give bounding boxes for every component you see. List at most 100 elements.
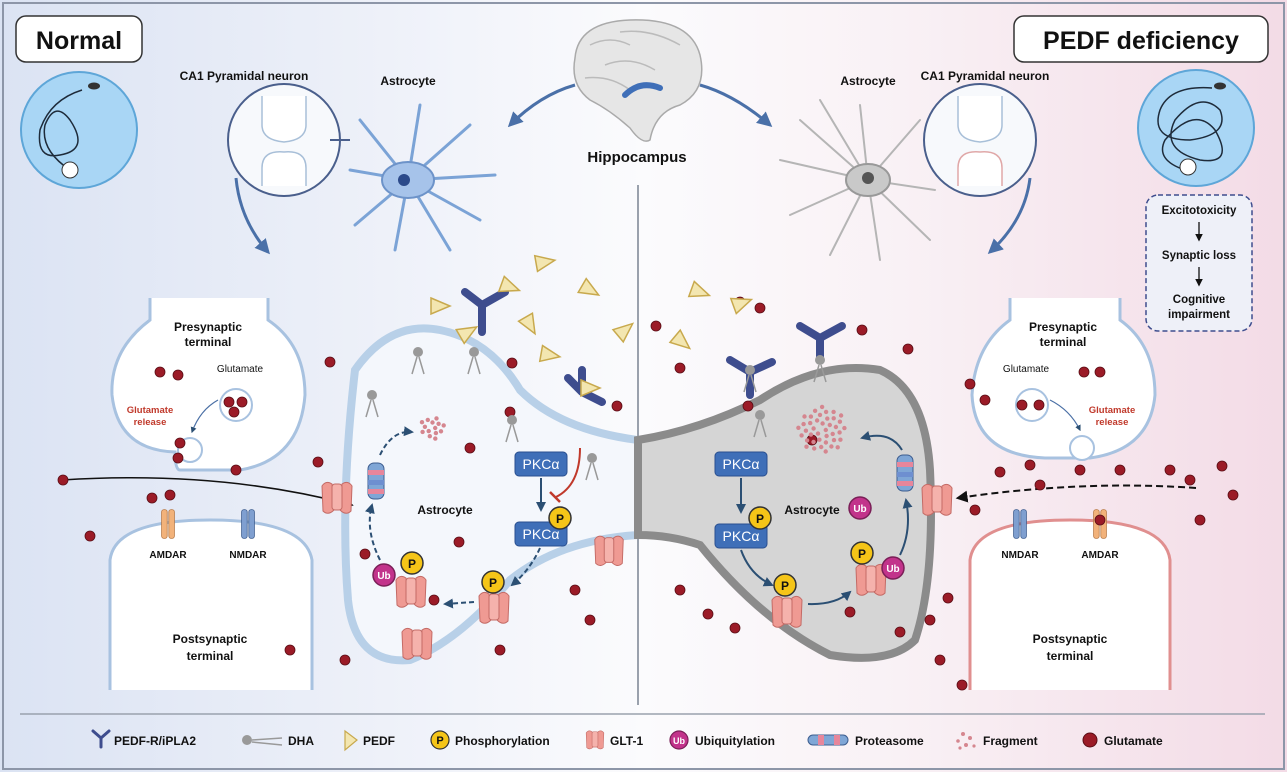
fragment-piece <box>422 424 428 429</box>
presynaptic-label-right-1: Presynaptic <box>1029 320 1097 334</box>
proteasome-left <box>367 462 385 500</box>
pedf-triangle <box>576 277 601 296</box>
nmdar-label-left: NMDAR <box>229 550 267 561</box>
pedf-triangle <box>430 296 452 316</box>
glutamate-dot <box>650 320 662 332</box>
legend-ub-icon <box>669 730 689 750</box>
ub-mark: Ub <box>377 571 390 582</box>
fragment-piece <box>820 421 825 426</box>
glutamate-dot <box>674 584 686 596</box>
p-mark: P <box>858 547 866 561</box>
fragment-piece <box>842 425 847 431</box>
glutamate-dot <box>754 302 766 314</box>
pedf-triangle <box>517 311 536 336</box>
fragment-piece <box>823 440 829 445</box>
pedf-title-box: PEDF deficiency <box>1013 15 1269 63</box>
pkc-box-left-1: PKCα <box>514 451 568 477</box>
glutamate-dot <box>464 442 476 454</box>
brain-illustration <box>573 19 703 142</box>
fragment-piece <box>819 444 824 450</box>
pedf-triangle <box>538 344 562 363</box>
glutamate-release-label-left-2: release <box>134 417 167 428</box>
glutamate-dot <box>84 530 96 542</box>
glutamate-dot <box>339 654 351 666</box>
fragment-piece <box>808 420 813 426</box>
glutamate-dot <box>223 396 235 408</box>
dha-molecule <box>753 410 767 438</box>
glutamate-dot <box>569 584 581 596</box>
fragment-piece <box>811 439 816 445</box>
glutamate-dot <box>674 362 686 374</box>
glutamate-dot <box>702 608 714 620</box>
fragment-piece <box>831 437 837 443</box>
glutamate-vesicle-label-left: Glutamate <box>217 364 264 375</box>
arrow-to-pedf <box>699 83 773 127</box>
fragment-piece <box>808 432 814 437</box>
legend-phosphorylation: Phosphorylation <box>455 734 550 748</box>
glutamate-dot <box>284 644 296 656</box>
p-mark: P <box>756 512 764 526</box>
legend-dha-icon <box>242 735 283 746</box>
phospho-left-pkc <box>548 506 572 530</box>
legend-glt1: GLT-1 <box>610 734 643 748</box>
glt1-membrane-left <box>321 481 353 514</box>
glutamate-dot <box>964 378 976 390</box>
glutamate-dot <box>1024 459 1036 471</box>
dha-molecule <box>813 355 827 383</box>
hippocampus-label: Hippocampus <box>587 149 686 166</box>
arrow-to-normal <box>507 83 576 128</box>
legend-receptor-icon <box>91 729 111 749</box>
fragment-piece <box>814 418 820 423</box>
inhibition-line-left <box>555 447 581 498</box>
astrocyte-top-left <box>348 103 497 252</box>
fragment-piece <box>441 423 446 428</box>
glutamate-release-label-right-1: Glutamate <box>1089 405 1135 416</box>
fragment-piece <box>837 430 842 435</box>
glutamate-dot <box>1016 399 1028 411</box>
pedf-triangle <box>454 326 479 345</box>
pedf-triangle <box>580 378 602 398</box>
fragment-piece <box>426 428 431 434</box>
legend-ubiquitylation: Ubiquitylation <box>695 734 775 748</box>
dha-molecules <box>365 347 827 481</box>
glutamate-dot <box>174 437 186 449</box>
glutamate-dot <box>236 396 248 408</box>
glutamate-dot <box>1114 464 1126 476</box>
p-mark: P <box>781 579 789 593</box>
fragment-piece <box>438 429 444 434</box>
dha-molecule <box>411 347 425 375</box>
zoom-arrow-left <box>234 177 270 255</box>
fragment-piece <box>815 431 821 436</box>
fragment-piece <box>831 416 836 421</box>
glutamate-dot <box>902 343 914 355</box>
presynaptic-label-left-1: Presynaptic <box>174 320 242 334</box>
consequences-box: Excitotoxicity Synaptic loss Cognitive i… <box>1145 194 1253 332</box>
ub-mark: Ub <box>886 564 899 575</box>
glutamate-dot <box>844 606 856 618</box>
dha-molecule <box>505 415 519 443</box>
legend-glutamate: Glutamate <box>1104 734 1163 748</box>
glutamate-dot <box>924 614 936 626</box>
legend-pedf: PEDF <box>363 734 395 748</box>
fragment-piece <box>835 445 840 450</box>
fragment-piece <box>802 414 807 419</box>
ub-mark: Ub <box>853 504 866 515</box>
presynaptic-terminal-right: Presynaptic terminal Glutamate Glutamate… <box>970 298 1157 461</box>
synapse-zoom-right <box>923 83 1037 197</box>
fragment-piece <box>811 426 816 431</box>
glutamate-dot <box>611 400 623 412</box>
astrocyte-label-top-right: Astrocyte <box>840 74 896 88</box>
legend-proteasome: Proteasome <box>855 734 924 748</box>
ca1-neuron-label-right: CA1 Pyramidal neuron <box>921 69 1050 83</box>
fragment-piece <box>430 420 435 425</box>
glutamate-dot <box>506 357 518 369</box>
glutamate-dot <box>230 464 242 476</box>
glutamate-dot <box>172 452 184 464</box>
p-mark: P <box>408 557 416 571</box>
glutamate-dot <box>1094 366 1106 378</box>
fragment-piece <box>823 427 828 433</box>
legend-fragment: Fragment <box>983 734 1038 748</box>
p-mark: P <box>436 735 443 747</box>
fragment-piece <box>803 428 809 433</box>
